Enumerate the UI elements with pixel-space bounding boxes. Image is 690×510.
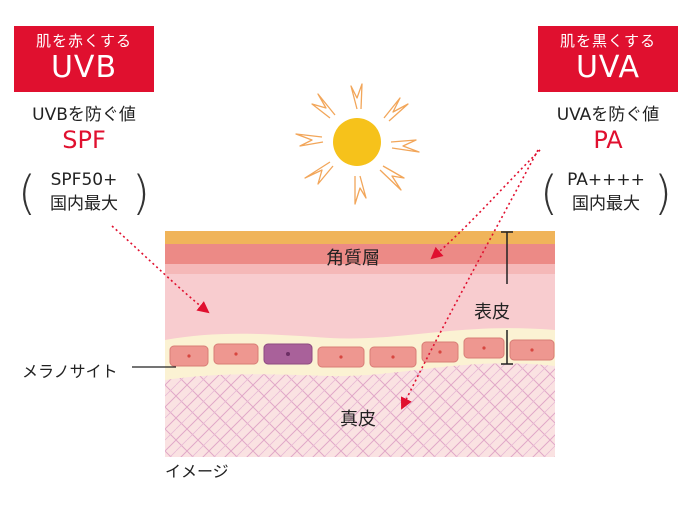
uva-protect-label: UVAを防ぐ値 — [556, 105, 660, 125]
epidermis-label: 表皮 — [474, 302, 510, 323]
paren-right: ) — [132, 166, 150, 220]
uva-badge: 肌を黒くする UVA — [538, 26, 678, 92]
stratum-corneum-label: 角質層 — [326, 248, 380, 269]
skin-cross-section — [165, 231, 555, 457]
uva-badge-main: UVA — [575, 50, 641, 85]
uva-max-line1: PA++++ — [567, 170, 645, 190]
paren-right: ) — [654, 166, 672, 220]
paren-left: ( — [540, 166, 558, 220]
uva-arrow-stratum — [430, 149, 541, 260]
uva-max-line2: 国内最大 — [572, 194, 640, 214]
epidermis-bracket — [501, 231, 513, 365]
uvb-badge-main: UVB — [50, 50, 118, 85]
uvb-badge: 肌を赤くする UVB — [14, 26, 154, 92]
uvb-max-line1: SPF50+ — [50, 170, 118, 190]
uva-arrow-dermis — [400, 149, 539, 410]
basal-cells — [169, 337, 555, 368]
melanocyte-label: メラノサイト — [22, 362, 118, 381]
paren-left: ( — [18, 166, 36, 220]
uvb-max-note: ( SPF50+ 国内最大 ) — [18, 168, 150, 216]
uva-max-note: ( PA++++ 国内最大 ) — [540, 168, 672, 216]
uvb-metric: SPF — [62, 126, 106, 154]
image-note: イメージ — [165, 462, 229, 481]
uvb-max-line2: 国内最大 — [50, 194, 118, 214]
uv-arrows — [111, 149, 541, 410]
uvb-arrow — [111, 225, 210, 314]
sun-icon — [295, 83, 420, 205]
uva-metric: PA — [593, 126, 623, 154]
uva-badge-sub: 肌を黒くする — [559, 32, 656, 50]
uvb-badge-sub: 肌を赤くする — [35, 32, 132, 50]
dermis-label: 真皮 — [340, 409, 376, 430]
uvb-protect-label: UVBを防ぐ値 — [32, 105, 136, 125]
